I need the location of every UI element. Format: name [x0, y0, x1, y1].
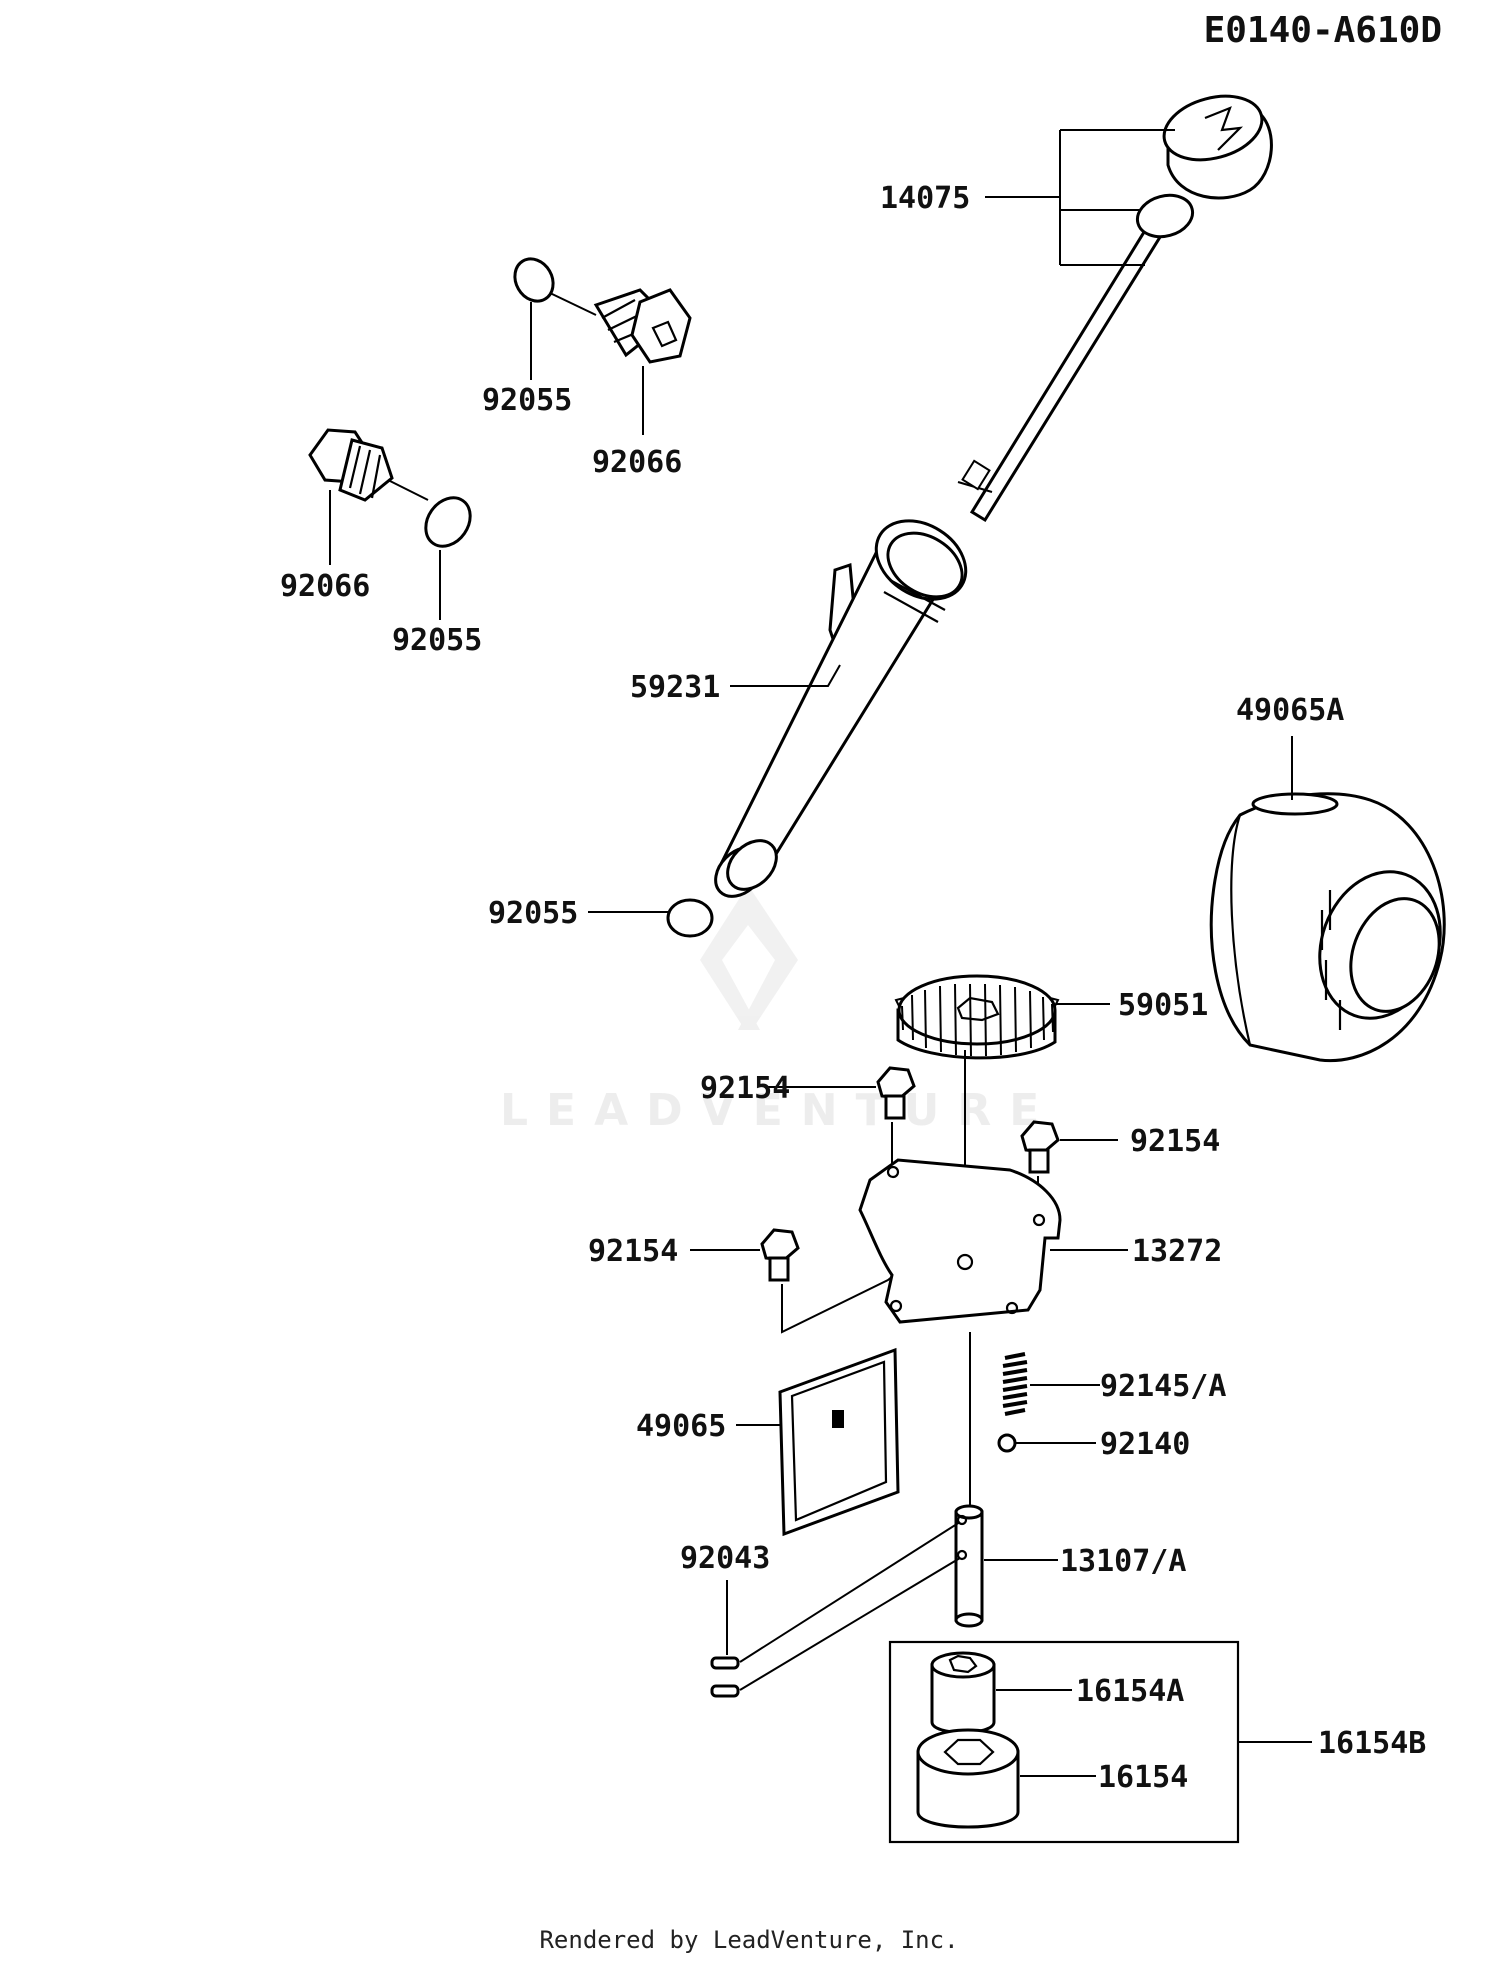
label-pins: 92043: [680, 1541, 770, 1576]
leader-filler-tube: [730, 664, 841, 687]
footer-credit: Rendered by LeadVenture, Inc.: [539, 1926, 958, 1954]
check-ball[interactable]: [997, 1433, 1017, 1453]
oil-screen-part[interactable]: [778, 1347, 900, 1537]
label-shaft: 13107/A: [1060, 1544, 1186, 1579]
oil-filler-tube[interactable]: [706, 505, 980, 906]
dipstick-leader: [985, 129, 1175, 266]
leadventure-watermark: LEADVENTURE: [500, 885, 1057, 1136]
relief-spring[interactable]: [1002, 1352, 1028, 1416]
oil-filter-part[interactable]: [1209, 792, 1460, 1063]
label-rotor-inner: 16154A: [1076, 1674, 1184, 1709]
oil-pump-gear[interactable]: [894, 974, 1060, 1060]
label-oil-filter: 49065A: [1236, 693, 1344, 728]
label-filler-tube: 59231: [630, 670, 720, 705]
label-oring-left: 92055: [392, 623, 482, 658]
watermark-text: LEADVENTURE: [500, 1085, 1057, 1136]
dipstick-part[interactable]: [957, 86, 1273, 523]
bolt-c-part[interactable]: [760, 1228, 800, 1282]
drain-plug-upper[interactable]: [507, 252, 692, 364]
label-oring-upper: 92055: [482, 383, 572, 418]
label-oring-tube: 92055: [488, 896, 578, 931]
inner-rotor-part[interactable]: [930, 1651, 996, 1734]
label-spring: 92145/A: [1100, 1369, 1226, 1404]
label-bolt-a: 92154: [700, 1071, 790, 1106]
label-gear: 59051: [1118, 988, 1208, 1023]
drain-plug-left[interactable]: [308, 428, 479, 555]
bolt-c-line: [781, 1271, 899, 1334]
bolt-a-part[interactable]: [876, 1066, 916, 1120]
label-rotor-set: 16154B: [1318, 1726, 1426, 1761]
label-bolt-c: 92154: [588, 1234, 678, 1269]
label-pump-cover: 13272: [1132, 1234, 1222, 1269]
oring-tube-part[interactable]: [666, 898, 714, 938]
label-screen: 49065: [636, 1409, 726, 1444]
label-plug-left: 92066: [280, 569, 370, 604]
label-plug-upper: 92066: [592, 445, 682, 480]
pump-shaft-part[interactable]: [954, 1504, 984, 1628]
bolt-b-part[interactable]: [1020, 1120, 1060, 1174]
label-bolt-b: 92154: [1130, 1124, 1220, 1159]
label-dipstick: 14075: [880, 181, 970, 216]
label-ball: 92140: [1100, 1427, 1190, 1462]
outer-rotor-part[interactable]: [916, 1728, 1020, 1829]
pins-part[interactable]: [710, 1521, 961, 1698]
pump-cover-part[interactable]: [858, 1158, 1062, 1324]
label-rotor-outer: 16154: [1098, 1760, 1188, 1795]
diagram-code: E0140-A610D: [1204, 10, 1442, 51]
